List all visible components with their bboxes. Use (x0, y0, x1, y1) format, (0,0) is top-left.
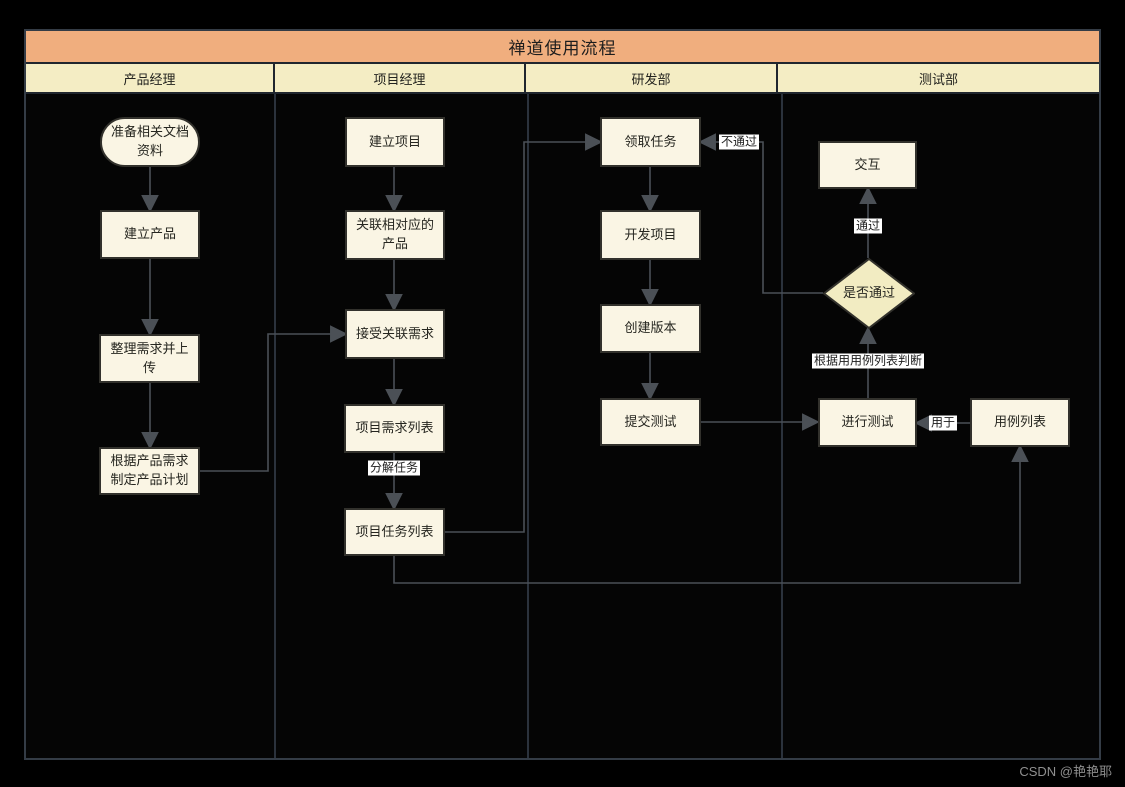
flow-node-pass-decision: 是否通过 (823, 258, 915, 329)
flow-node-make-product-plan: 根据产品需求制定产品计划 (99, 447, 200, 495)
flow-node-label: 是否通过 (842, 285, 895, 301)
flow-node-create-product: 建立产品 (100, 210, 200, 259)
flow-node-run-test: 进行测试 (818, 398, 917, 447)
diagram-title: 禅道使用流程 (508, 39, 617, 58)
flow-node-task-list: 项目任务列表 (344, 508, 445, 556)
watermark-text: CSDN @艳艳耶 (1019, 764, 1112, 779)
flow-node-organize-requirements: 整理需求并上传 (99, 334, 200, 383)
flow-node-create-project: 建立项目 (345, 117, 445, 167)
edge-plan-to-accept (200, 325, 348, 472)
flow-node-prepare-docs: 准备相关文档资料 (100, 117, 200, 167)
flow-node-interaction: 交互 (818, 141, 917, 189)
flowchart-frame: 禅道使用流程 产品经理项目经理研发部测试部 分解任务 根据用用例列表判断通过 不通过… (24, 29, 1101, 760)
flow-node-link-products: 关联相对应的产品 (345, 210, 445, 260)
edge-label-runtest-to-decision: 根据用用例列表判断 (811, 353, 925, 369)
flow-node-case-list: 用例列表 (970, 398, 1070, 447)
lane-header-rnd-department: 研发部 (526, 64, 778, 92)
lane-divider (274, 94, 276, 758)
edge-tasklist-to-caselist (393, 444, 1029, 584)
flow-node-develop-project: 开发项目 (600, 210, 701, 260)
flow-node-submit-test: 提交测试 (600, 398, 701, 446)
lane-header-project-manager: 项目经理 (275, 64, 526, 92)
flow-node-requirement-list: 项目需求列表 (344, 404, 445, 453)
lane-header-row: 产品经理项目经理研发部测试部 (26, 64, 1099, 94)
flow-node-claim-task: 领取任务 (600, 117, 701, 167)
lane-header-testing-department: 测试部 (778, 64, 1099, 92)
flow-node-create-build: 创建版本 (600, 304, 701, 353)
edge-label-decision-pass: 通过 (853, 218, 883, 234)
lane-header-product-manager: 产品经理 (26, 64, 275, 92)
edge-label-decision-fail: 不通过 (718, 134, 760, 150)
flow-node-accept-requirements: 接受关联需求 (345, 309, 445, 359)
lane-divider (527, 94, 529, 758)
lane-divider (781, 94, 783, 758)
edge-label-caselist-to-runtest: 用于 (928, 415, 958, 431)
connector-layer (141, 133, 1029, 584)
decision-diamond-shape (823, 258, 915, 329)
diagram-title-bar: 禅道使用流程 (26, 31, 1099, 64)
edge-decision-fail (698, 133, 823, 294)
edge-tasklist-to-claim (445, 133, 603, 533)
edge-label-reqlist-to-tasklist: 分解任务 (367, 460, 421, 476)
lane-body: 分解任务 根据用用例列表判断通过 不通过用于 准备相关文档资料建立产品整理需求并上传根… (26, 94, 1099, 758)
